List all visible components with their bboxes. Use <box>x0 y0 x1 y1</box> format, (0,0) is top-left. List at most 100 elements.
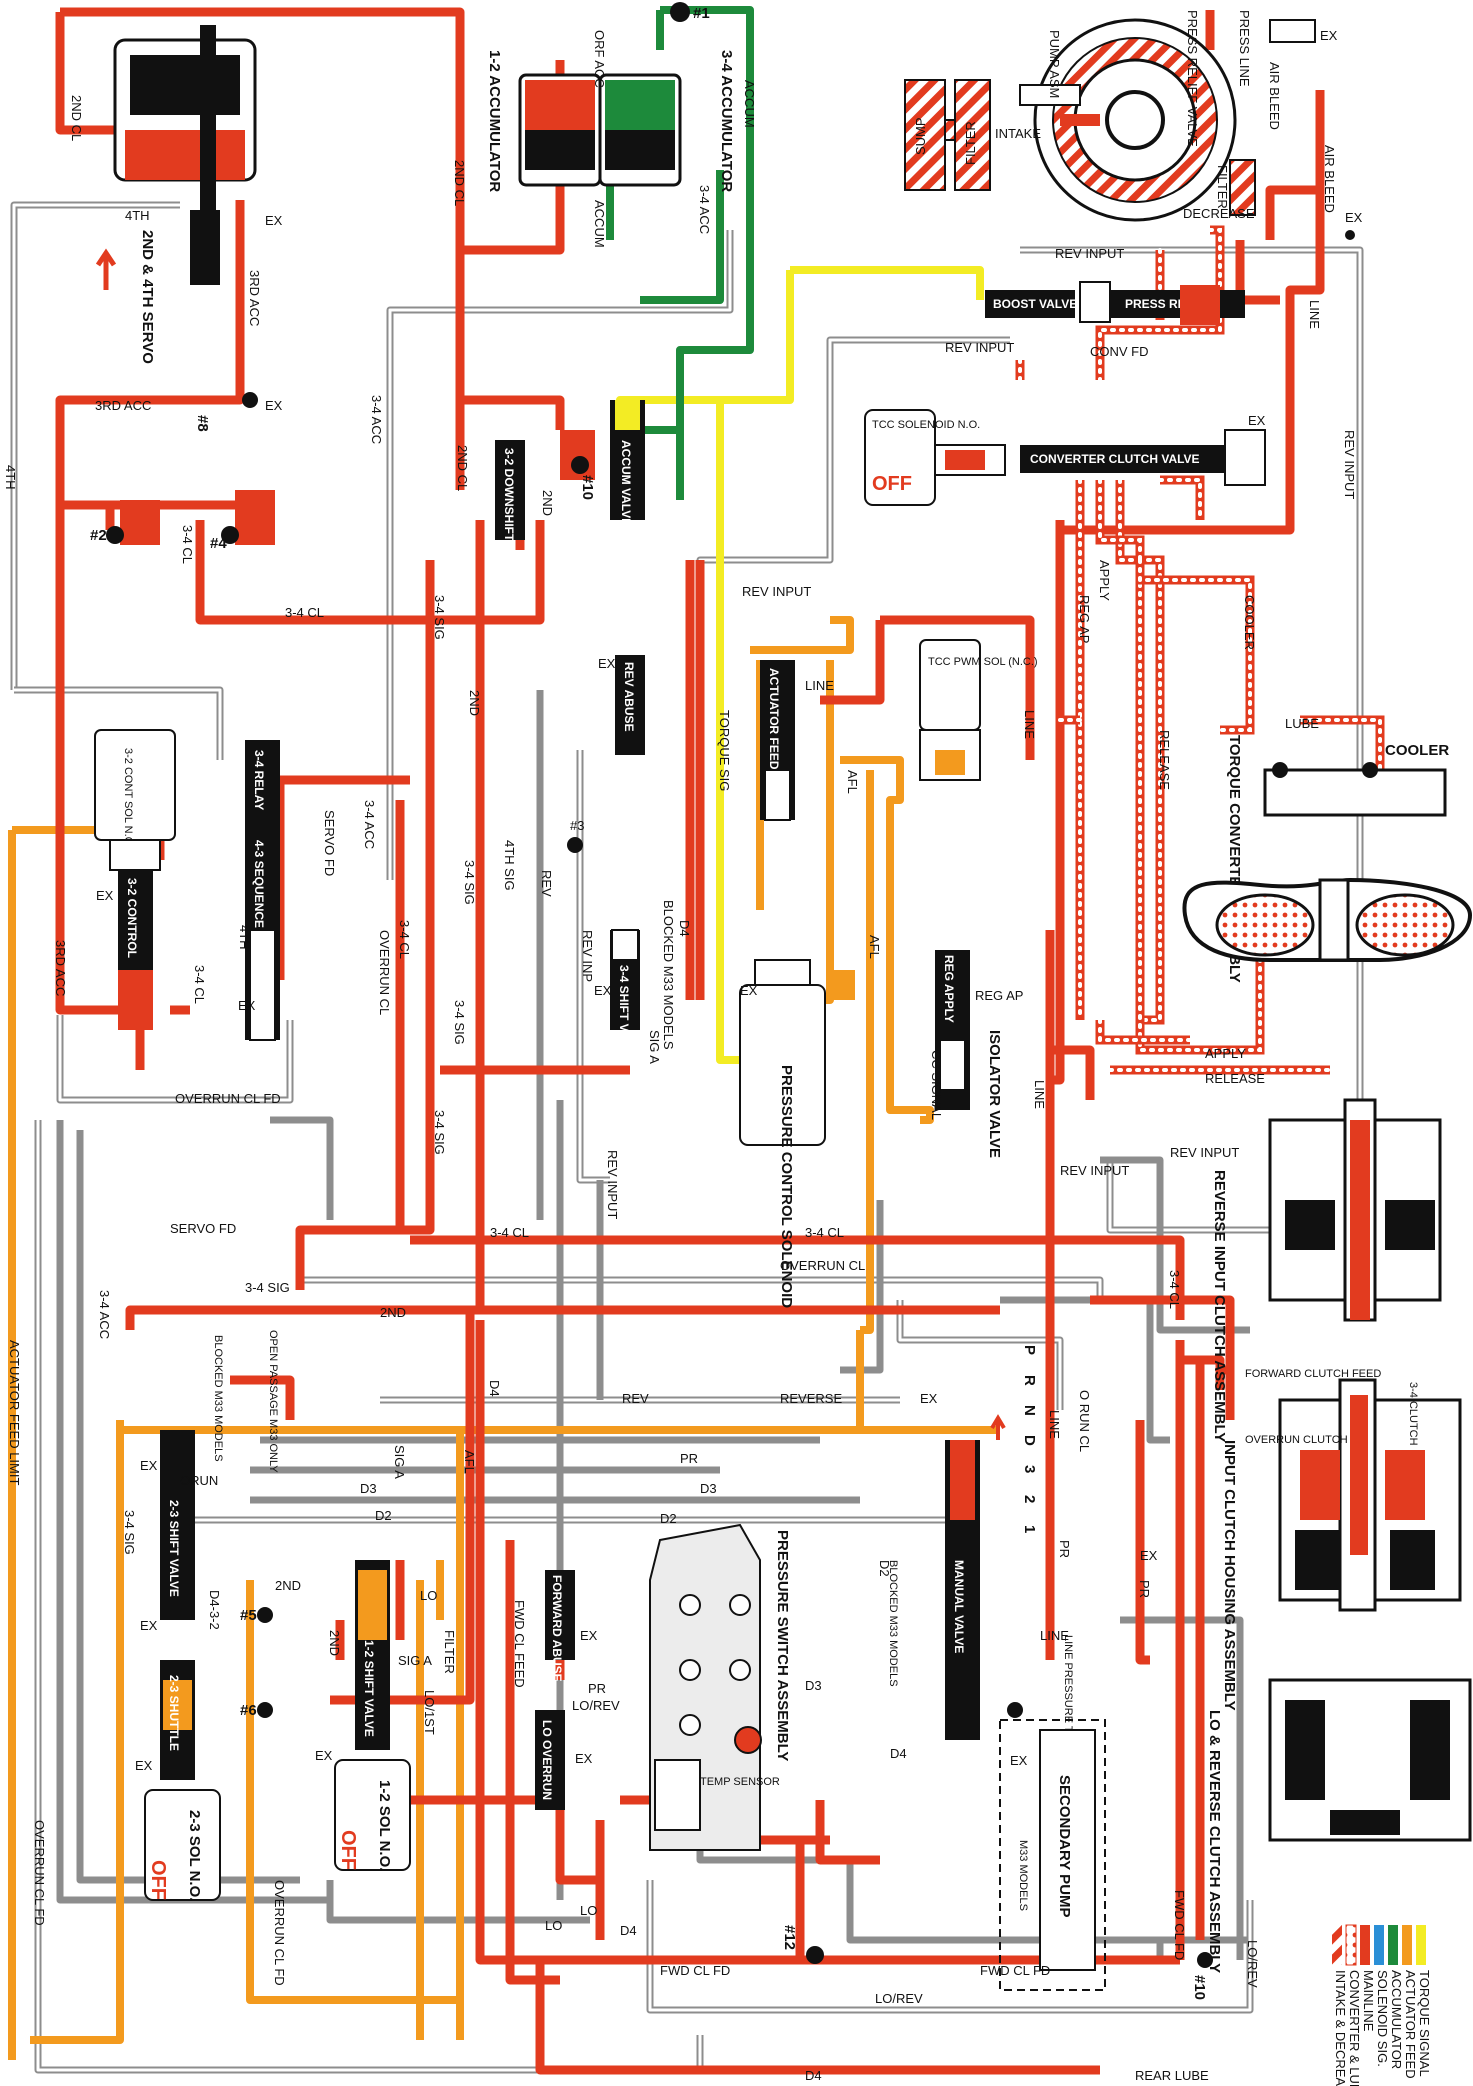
d3-label-c: D3 <box>360 1481 377 1496</box>
downshift-label: 3-2 DOWNSHIFT <box>502 448 516 542</box>
ex-34: EX <box>594 983 612 998</box>
lo-rev-plates-l <box>1285 1700 1325 1800</box>
shift-34-group: 3-4 SHIFT VALVE EX SIG A BLOCKED M33 MOD… <box>539 870 692 1219</box>
cooler-port-2 <box>1362 762 1378 778</box>
legend-label-1: CONVERTER & LUBE <box>1347 1970 1362 2086</box>
rev-input-label-2: REV INPUT <box>945 340 1014 355</box>
actuator-feed-limit-label: ACTUATOR FEED LIMIT <box>7 1340 22 1485</box>
checkball-4-label: #4 <box>210 535 227 552</box>
ex-servo: EX <box>265 213 283 228</box>
checkball-5-label: #5 <box>240 1607 257 1624</box>
lo-rev-plates-r <box>1410 1700 1450 1800</box>
control-32-label: 3-2 CONTROL <box>125 878 139 958</box>
checkball-2-housing <box>120 500 160 545</box>
servo-fd-label: SERVO FD <box>322 810 337 876</box>
sig-a-label-low: SIG A <box>392 1445 407 1479</box>
lo-overrun-valve <box>535 1710 565 1810</box>
shift-12-label: 1-2 SHIFT VALVE <box>362 1640 376 1737</box>
shift-23-valve <box>160 1430 195 1620</box>
checkball-2-label: #2 <box>90 527 107 544</box>
checkball-7 <box>242 392 258 408</box>
d4-bottom: D4 <box>805 2068 822 2083</box>
input-clutch-group: INPUT CLUTCH HOUSING ASSEMBLY FORWARD CL… <box>1221 1368 1462 1711</box>
manual-valve-land <box>950 1440 975 1520</box>
cooler-converter-group: COOLER LUBE TORQUE CONVERTER ASSEMBLY AP… <box>1182 716 1473 1086</box>
cooler-body <box>1263 768 1447 817</box>
gear-r: R <box>1021 1375 1038 1386</box>
press-relief-label: PRESS RELIEF VALVE <box>1185 10 1200 147</box>
sig-a-12: SIG A <box>398 1653 432 1668</box>
34-sig-label-d: 3-4 SIG <box>432 1110 447 1155</box>
34-cl-label-a: 3-4 CL <box>285 605 324 620</box>
lo-label-low: LO <box>545 1918 562 1933</box>
lorev-low: LO/REV <box>875 1991 923 2006</box>
ps-port-3 <box>679 1659 701 1681</box>
lo-label-bottom: LO <box>580 1903 597 1918</box>
secondary-pump-group: SECONDARY PUMP M33 MODELS EX <box>999 1719 1106 1991</box>
34-acc-label-e: 3-4 ACC <box>369 395 384 444</box>
line-tap-label: LINE PRESSURE TAP <box>1062 1635 1074 1746</box>
ex-7: EX <box>265 398 283 413</box>
line-label-afl: LINE <box>805 678 834 693</box>
2nd-label-d: 2ND <box>467 690 482 716</box>
ps-port-4 <box>729 1659 751 1681</box>
afl-label-mid: AFL <box>867 935 882 959</box>
overrun-clutch-label: OVERRUN CLUTCH <box>1245 1434 1348 1446</box>
isolator-label: ISOLATOR VALVE <box>986 1030 1003 1158</box>
4th-label-left: 4TH <box>3 465 18 490</box>
rev-abuse-label: REV ABUSE <box>622 662 636 732</box>
4th-label-top: 4TH <box>125 208 150 223</box>
ex-sec: EX <box>1010 1753 1028 1768</box>
2nd-label-12: 2ND <box>327 1630 342 1656</box>
checkball-4 <box>221 526 239 544</box>
o-run-cl-label: O RUN CL <box>1077 1390 1092 1452</box>
34-cl-label-d: 3-4 CL <box>397 920 412 959</box>
input-clutch-plates-r <box>1390 1530 1435 1590</box>
converter-hub <box>1318 878 1350 962</box>
servo-piston <box>130 55 240 115</box>
temp-sensor <box>654 1759 701 1831</box>
sequence-spring <box>249 929 276 1041</box>
overrun-cl-label: OVERRUN CL <box>377 930 392 1015</box>
34-cl-label-c: 3-4 CL <box>805 1225 844 1240</box>
left-checkballs: #2 #4 #8 3RD ACC EX 4TH 3-4 CL <box>3 392 283 564</box>
cont-sol-32 <box>94 729 176 841</box>
legend-label-6: TORQUE SIGNAL <box>1417 1970 1432 2077</box>
rev-clutch-label: REVERSE INPUT CLUTCH ASSEMBLY <box>1211 1170 1228 1442</box>
shift-12-group: 1-2 SHIFT VALVE 1-2 SOL N.O. OFF SIG A 2… <box>315 1560 457 1871</box>
reverse-clutch-plates-l <box>1285 1200 1335 1250</box>
shuttle-23-label: 2-3 SHUTTLE <box>167 1675 181 1751</box>
d2-label-b: D2 <box>660 1511 677 1526</box>
legend-swatch-0 <box>1332 1925 1342 1965</box>
control-32-valve <box>118 870 153 970</box>
3rd-acc-label-top: 3RD ACC <box>247 270 262 326</box>
legend-swatch-4 <box>1388 1925 1398 1965</box>
cooler-title: COOLER <box>1385 742 1449 759</box>
ccv-label: CONVERTER CLUTCH VALVE <box>1030 452 1200 466</box>
boost-valve <box>985 290 1075 318</box>
control-32-port <box>118 970 153 1030</box>
decrease-label: DECREASE <box>1183 206 1255 221</box>
tcc-pwm-port <box>935 750 965 775</box>
secondary-pump-outline <box>999 1719 1106 1991</box>
legend-swatch-2 <box>1360 1925 1370 1965</box>
overrun-cl-label-b: OVERRUN CL <box>780 1258 865 1273</box>
d4-label-1: D4 <box>677 920 692 937</box>
reg-apply-label: REG APPLY <box>942 955 956 1023</box>
line-label-ccv: LINE <box>1022 710 1037 739</box>
pump-spring <box>1019 84 1081 106</box>
ex-seq: EX <box>238 998 256 1013</box>
acc34-label: 3-4 ACCUMULATOR <box>718 50 735 192</box>
rev-input-label-1: REV INPUT <box>1055 246 1124 261</box>
reverse-clutch-plates-r <box>1385 1200 1435 1250</box>
lo-reverse-clutch-group: LO & REVERSE CLUTCH ASSEMBLY #10 LO/REV … <box>1137 1580 1472 2000</box>
input-clutch-piston-l <box>1300 1450 1340 1520</box>
ex-23b: EX <box>140 1618 158 1633</box>
filter-12: FILTER <box>442 1630 457 1674</box>
reverse-label: REVERSE <box>780 1391 842 1406</box>
accumulator-34-chamber <box>605 80 675 130</box>
checkball-7-label: #8 <box>194 415 211 432</box>
accum-valve-spring <box>615 400 640 430</box>
line-label-mv: LINE <box>1047 1410 1062 1439</box>
release-label-1: RELEASE <box>1157 730 1172 790</box>
